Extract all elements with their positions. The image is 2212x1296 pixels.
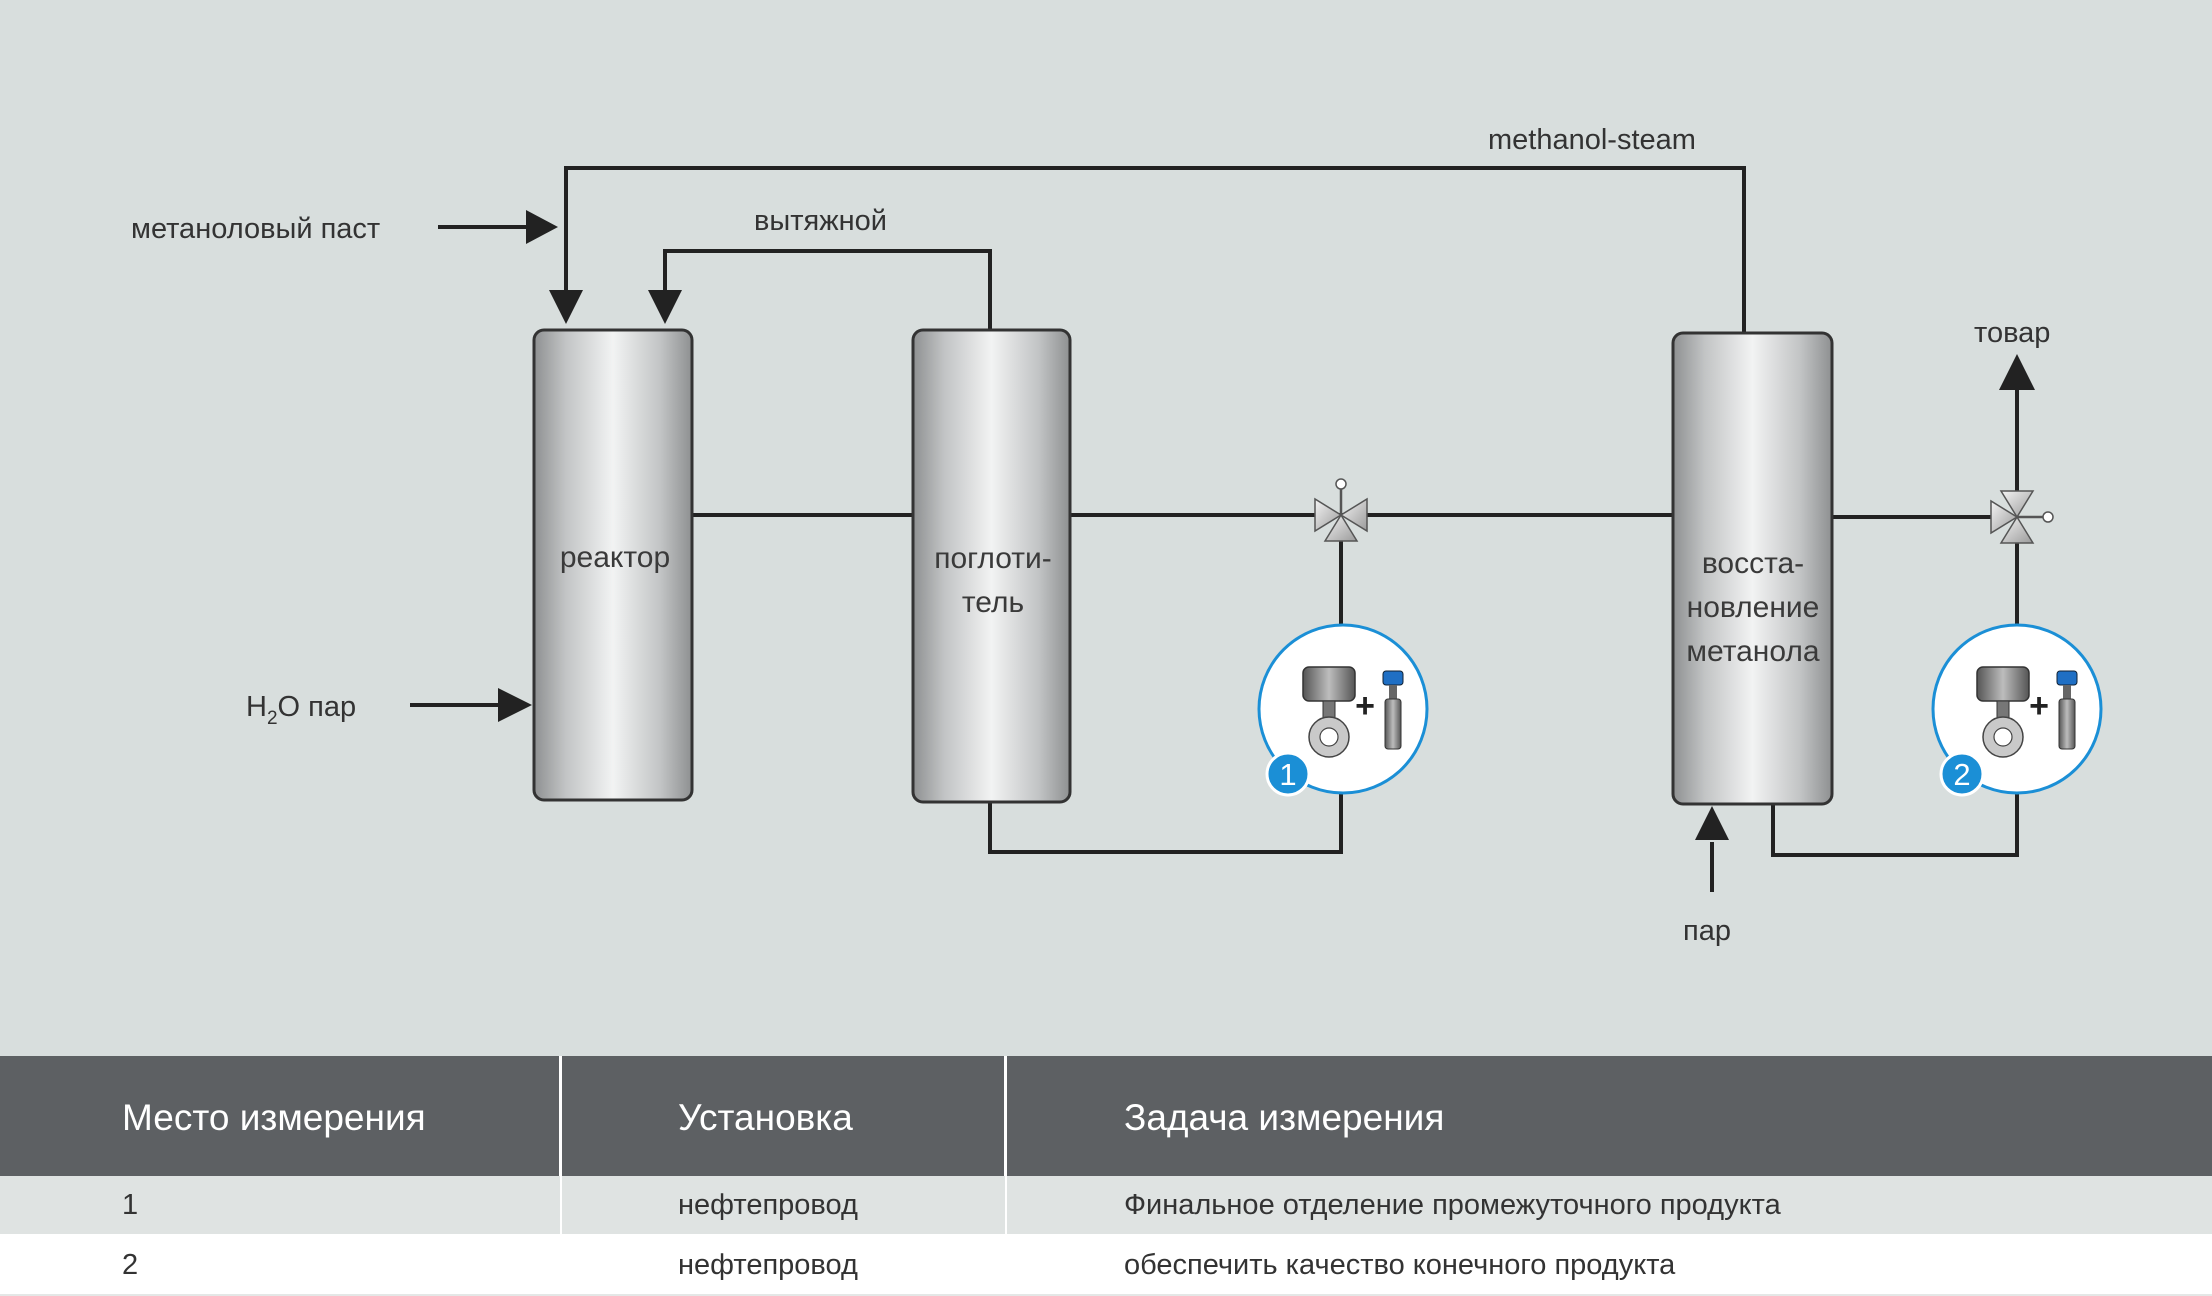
- table-row: 1 нефтепровод Финальное отделение промеж…: [0, 1176, 2212, 1234]
- row-divider: [1005, 1176, 1007, 1234]
- pipelines: [410, 166, 2019, 892]
- row2-point: 2: [122, 1249, 139, 1281]
- h2o-rest: O пар: [278, 691, 357, 723]
- plus-sign: +: [1355, 687, 1375, 725]
- header-measurement-point: Место измерения: [122, 1097, 426, 1138]
- methanol-recovery-vessel: [1671, 331, 1834, 806]
- row1-installation: нефтепровод: [678, 1189, 858, 1221]
- absorber-vessel: [911, 328, 1072, 804]
- header-installation: Установка: [678, 1097, 853, 1138]
- plus-sign: +: [2029, 687, 2049, 725]
- product-label: товар: [1974, 317, 2050, 349]
- methanol-steam-label: methanol-steam: [1488, 124, 1696, 156]
- exhaust-label: вытяжной: [754, 205, 887, 237]
- badge-1-number: 1: [1279, 757, 1296, 792]
- recovery-label-line3: метанола: [1686, 635, 1819, 668]
- h2o-subscript: 2: [267, 708, 278, 729]
- level-sensor-icon: [2056, 670, 2078, 750]
- row1-point: 1: [122, 1189, 139, 1221]
- row2-installation: нефтепровод: [678, 1249, 858, 1281]
- arrow-h2o-icon: [498, 688, 532, 722]
- flowmeter-transmitter-icon: [1302, 666, 1356, 758]
- three-way-valve-2-icon: [1990, 490, 2054, 544]
- arrow-into-reactor-icon: [549, 290, 583, 324]
- arrow-paste-icon: [526, 210, 558, 244]
- recovery-label-line1: восста-: [1702, 547, 1804, 580]
- level-sensor-icon: [1382, 670, 1404, 750]
- reactor-vessel: [532, 328, 694, 802]
- process-flow-diagram: реактор поглоти- тель восста- новление м…: [131, 124, 2103, 947]
- methanol-paste-label: метаноловый паст: [131, 213, 380, 245]
- reactor-label: реактор: [560, 541, 670, 574]
- badge-2-number: 2: [1953, 757, 1970, 792]
- measurement-point-1: + 1: [1257, 623, 1429, 797]
- header-divider: [559, 1056, 562, 1176]
- recovery-label-line2: новление: [1687, 591, 1820, 624]
- measurement-ring-1: [1257, 623, 1429, 795]
- badge-1-circle: [1265, 751, 1311, 797]
- badge-2-circle: [1939, 751, 1985, 797]
- steam-label: пар: [1683, 915, 1731, 947]
- flowmeter-transmitter-icon: [1976, 666, 2030, 758]
- arrow-product-icon: [1999, 354, 2035, 390]
- row-divider: [560, 1176, 562, 1234]
- exhaust-line: [663, 249, 992, 331]
- measurement-table: Место измерения Установка Задача измерен…: [0, 1056, 2212, 1296]
- arrow-steam-icon: [1695, 806, 1729, 840]
- h2o-h: H: [246, 691, 267, 723]
- header-divider: [1004, 1056, 1007, 1176]
- arrowheads: [498, 210, 2035, 840]
- process-diagram-area: реактор поглоти- тель восста- новление м…: [0, 0, 2212, 1056]
- h2o-steam-label: H2O пар: [246, 691, 356, 729]
- three-way-valve-1-icon: [1314, 478, 1368, 542]
- absorber-bottom-loop: [988, 785, 1343, 854]
- table-bottom-rule: [0, 1294, 2212, 1296]
- arrow-exhaust-into-reactor-icon: [648, 290, 682, 324]
- table-header: Место измерения Установка Задача измерен…: [0, 1056, 2212, 1176]
- recovery-bottom-loop: [1771, 787, 2019, 857]
- absorber-label-line2: тель: [962, 586, 1024, 619]
- absorber-label-line1: поглоти-: [934, 542, 1052, 575]
- row1-task: Финальное отделение промежуточного проду…: [1124, 1189, 1781, 1221]
- header-measurement-task: Задача измерения: [1124, 1097, 1445, 1138]
- table-row: 2 нефтепровод обеспечить качество конечн…: [0, 1236, 2212, 1294]
- measurement-ring-2: [1931, 623, 2103, 795]
- methanol-steam-line: [564, 166, 1746, 334]
- row2-task: обеспечить качество конечного продукта: [1124, 1249, 1676, 1281]
- measurement-point-2: + 2: [1931, 623, 2103, 797]
